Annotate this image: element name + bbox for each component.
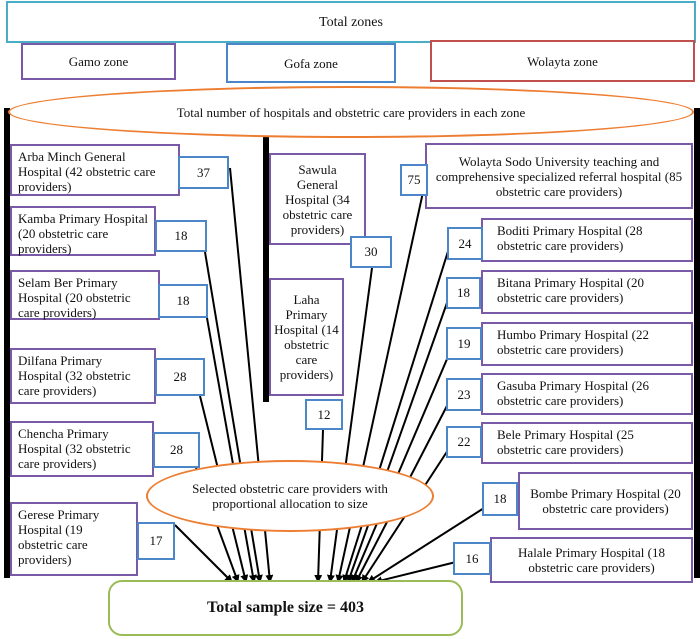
sample-gasuba: 23 (446, 378, 482, 411)
middle-bar (263, 130, 269, 402)
hospital-humbo: Humbo Primary Hospital (22 obstetric car… (481, 322, 693, 366)
hospital-laha: Laha Primary Hospital (14 obstetric care… (269, 278, 344, 396)
left-bar (4, 108, 10, 578)
sample-bele: 22 (446, 426, 482, 458)
selected-providers-ellipse: Selected obstetric care providers with p… (146, 460, 434, 532)
hospital-gerese: Gerese Primary Hospital (19 obstetric ca… (10, 502, 138, 576)
arrow-bombe (367, 507, 485, 583)
arrow-kamba (204, 251, 263, 583)
sample-selam-ber: 18 (158, 284, 208, 318)
hospital-arba-minch: Arba Minch General Hospital (42 obstetri… (10, 144, 180, 196)
sample-bitana: 18 (446, 277, 481, 309)
sample-wolayta-sodo: 75 (400, 164, 428, 196)
sample-boditi: 24 (447, 227, 483, 260)
hospital-boditi: Boditi Primary Hospital (28 obstetric ca… (481, 218, 693, 262)
sample-gerese: 17 (137, 522, 175, 560)
hospital-dilfana: Dilfana Primary Hospital (32 obstetric c… (10, 348, 156, 404)
arrow-boditi (342, 244, 451, 583)
gamo-zone-box: Gamo zone (21, 43, 176, 80)
hospital-wolayta-sodo: Wolayta Sodo University teaching and com… (425, 143, 693, 209)
gofa-zone-box: Gofa zone (226, 43, 396, 83)
total-sample-size-box: Total sample size = 403 (108, 580, 463, 636)
sample-arba-minch: 37 (178, 156, 229, 189)
hospital-gasuba: Gasuba Primary Hospital (26 obstetric ca… (481, 373, 693, 415)
sample-halale: 16 (453, 542, 491, 575)
hospital-halale: Halale Primary Hospital (18 obstetric ca… (490, 537, 693, 583)
wolayta-zone-box: Wolayta zone (430, 40, 695, 82)
sample-humbo: 19 (446, 327, 482, 360)
arrow-halale (374, 561, 457, 585)
hospital-bombe: Bombe Primary Hospital (20 obstetric car… (518, 472, 693, 530)
right-bar (694, 108, 700, 578)
hospital-chencha: Chencha Primary Hospital (32 obstetric c… (10, 421, 154, 477)
hospital-bele: Bele Primary Hospital (25 obstetric care… (481, 422, 693, 464)
sample-sawula: 30 (350, 236, 392, 268)
sample-laha: 12 (305, 399, 343, 430)
hospital-sawula: Sawula General Hospital (34 obstetric ca… (269, 153, 366, 245)
total-hospitals-ellipse: Total number of hospitals and obstetric … (8, 86, 694, 138)
sample-chencha: 28 (153, 432, 200, 468)
hospital-kamba: Kamba Primary Hospital (20 obstetric car… (10, 206, 156, 256)
arrow-bitana (346, 299, 449, 583)
arrow-selam-ber (206, 317, 257, 583)
sample-kamba: 18 (155, 220, 207, 252)
arrow-humbo (351, 351, 451, 583)
hospital-bitana: Bitana Primary Hospital (20 obstetric ca… (481, 270, 693, 314)
arrow-gerese (174, 524, 233, 583)
sample-dilfana: 28 (155, 358, 205, 396)
hospital-selam-ber: Selam Ber Primary Hospital (20 obstetric… (10, 270, 160, 320)
total-zones-box: Total zones (6, 1, 696, 43)
sample-bombe: 18 (482, 482, 518, 516)
